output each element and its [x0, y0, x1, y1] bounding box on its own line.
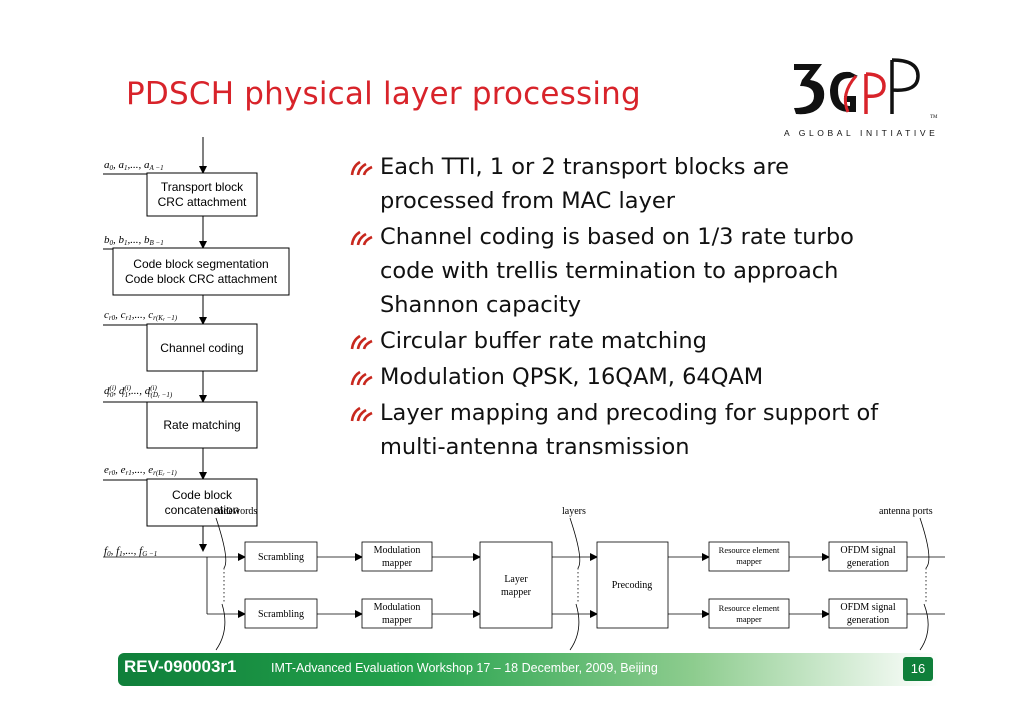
modulation-mapper-label: mapper [382, 558, 413, 569]
triple-arc-bullet-icon [350, 406, 373, 422]
ofdm-signal-label: OFDM signal [840, 602, 896, 613]
svg-text:f0, f1,..., fG −1: f0, f1,..., fG −1 [104, 545, 157, 558]
bullet-line: code with trellis termination to approac… [380, 258, 839, 284]
resource-element-mapper-label: mapper [736, 614, 762, 624]
block-label: Channel coding [160, 341, 243, 355]
chain-block-rate-matching: Rate matching [146, 401, 258, 449]
block-label: Transport block [161, 180, 244, 194]
resource-element-mapper-block-1 [708, 541, 790, 572]
3gpp-logo-mark [794, 58, 920, 115]
block-label: CRC attachment [158, 195, 247, 209]
resource-element-mapper-label: Resource element [719, 545, 780, 555]
chain-block-transport-crc: Transport block CRC attachment [146, 172, 258, 217]
ofdm-signal-label: generation [847, 615, 889, 626]
modulation-mapper-block-2 [361, 598, 433, 629]
ofdm-signal-label: OFDM signal [840, 545, 896, 556]
footer-event: IMT-Advanced Evaluation Workshop 17 – 18… [271, 661, 658, 675]
bullet-item: Each TTI, 1 or 2 transport blocks are pr… [350, 150, 950, 218]
footer-bar: REV-090003r1 IMT-Advanced Evaluation Wor… [118, 653, 939, 686]
triple-arc-bullet-icon [350, 160, 373, 176]
scrambling-block-2 [244, 598, 318, 629]
bullet-line: multi-antenna transmission [380, 434, 690, 460]
block-label: Code block CRC attachment [125, 272, 278, 286]
triple-arc-bullet-icon [350, 230, 373, 246]
triple-arc-bullet-icon [350, 370, 373, 386]
layers-label: layers [562, 506, 586, 517]
logo-trademark: TM [930, 115, 938, 120]
block-label: Rate matching [163, 418, 240, 432]
bullet-line: Layer mapping and precoding for support … [380, 400, 879, 426]
resource-element-mapper-block-2 [708, 598, 790, 629]
layer-mapper-label: mapper [501, 587, 532, 598]
scrambling-label: Scrambling [258, 552, 304, 563]
block-label: Code block segmentation [133, 257, 268, 271]
bullet-line: Shannon capacity [380, 292, 582, 318]
chain-block-channel-coding: Channel coding [146, 323, 258, 372]
svg-text:d(i)r0, d(i)r1,..., d(i)r(Dr −: d(i)r0, d(i)r1,..., d(i)r(Dr −1) [104, 384, 173, 400]
layer-mapper-block [479, 541, 553, 629]
codewords-label: codewords [214, 506, 257, 517]
chain-block-concatenation: Code block concatenation [146, 478, 258, 527]
bullet-line: Each TTI, 1 or 2 transport blocks are [380, 154, 789, 180]
ofdm-signal-label: generation [847, 558, 889, 569]
antenna-ports-label: antenna ports [879, 506, 933, 517]
svg-text:a0, a1,..., aA −1: a0, a1,..., aA −1 [104, 159, 164, 172]
bullet-line: Circular buffer rate matching [380, 328, 707, 354]
bullet-item: Modulation QPSK, 16QAM, 64QAM [350, 360, 950, 394]
bullet-item: Circular buffer rate matching [350, 324, 950, 358]
precoding-block [596, 541, 669, 629]
mimo-diagram: codewords layers antenna ports [103, 506, 945, 651]
bullet-item: Channel coding is based on 1/3 rate turb… [350, 220, 950, 322]
footer-doc-id: REV-090003r1 [124, 657, 237, 676]
bullet-line: processed from MAC layer [380, 188, 675, 214]
block-label: Code block [172, 488, 233, 502]
bullet-item: Layer mapping and precoding for support … [350, 396, 950, 464]
scrambling-block-1 [244, 541, 318, 572]
page-number: 16 [903, 657, 933, 681]
scrambling-label: Scrambling [258, 609, 304, 620]
ofdm-signal-block-1 [828, 541, 908, 572]
ofdm-signal-block-2 [828, 598, 908, 629]
3gpp-logo: TM A GLOBAL INITIATIVE [784, 58, 938, 138]
modulation-mapper-label: Modulation [374, 602, 421, 613]
triple-arc-bullet-icon [350, 334, 373, 350]
logo-tagline: A GLOBAL INITIATIVE [784, 128, 938, 138]
chain-block-segmentation: Code block segmentation Code block CRC a… [112, 247, 290, 296]
svg-text:cr0, cr1,..., cr(Kr −1): cr0, cr1,..., cr(Kr −1) [104, 309, 178, 323]
svg-text:er0, er1,..., er(Er −1): er0, er1,..., er(Er −1) [104, 464, 177, 478]
resource-element-mapper-label: Resource element [719, 603, 780, 613]
resource-element-mapper-label: mapper [736, 556, 762, 566]
modulation-mapper-block-1 [361, 541, 433, 572]
modulation-mapper-label: mapper [382, 615, 413, 626]
bullet-line: Modulation QPSK, 16QAM, 64QAM [380, 364, 764, 390]
precoding-label: Precoding [612, 580, 653, 591]
modulation-mapper-label: Modulation [374, 545, 421, 556]
bullet-line: Channel coding is based on 1/3 rate turb… [380, 224, 854, 250]
block-label: concatenation [165, 503, 240, 517]
svg-text:b0, b1,..., bB −1: b0, b1,..., bB −1 [104, 234, 164, 247]
slide-title: PDSCH physical layer processing [126, 76, 641, 112]
bullet-list: Each TTI, 1 or 2 transport blocks are pr… [350, 150, 950, 466]
layer-mapper-label: Layer [504, 574, 528, 585]
